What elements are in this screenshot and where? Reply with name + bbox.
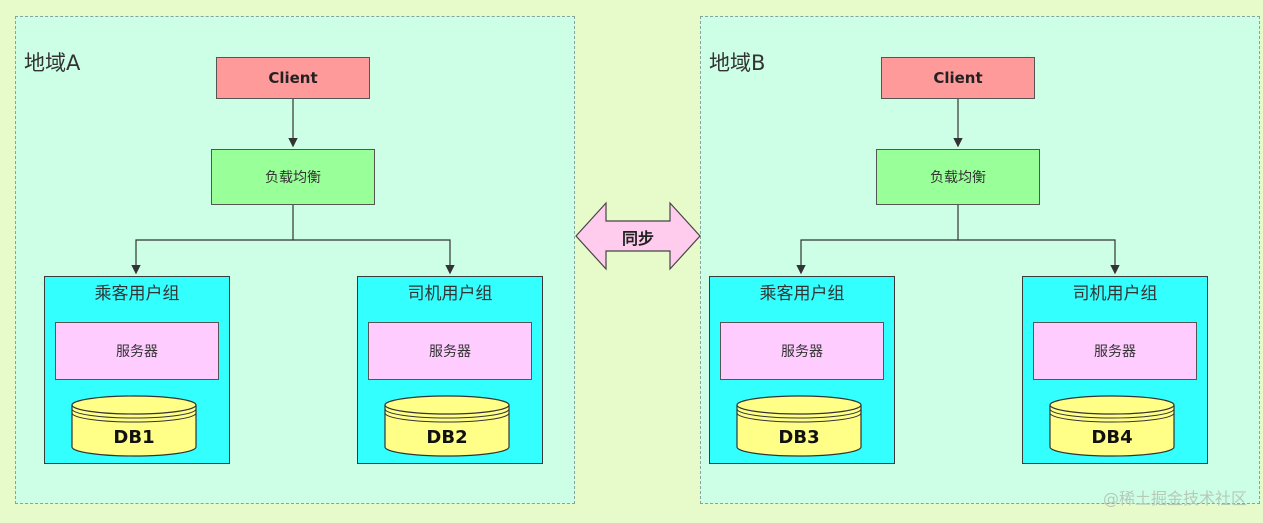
driver-group: 司机用户组 服务器 DB4	[1022, 276, 1208, 464]
client-box: Client	[216, 57, 370, 99]
arrow-lb-to-group-2	[958, 239, 1120, 275]
group-title: 乘客用户组	[759, 284, 845, 304]
db-label: DB4	[1091, 427, 1133, 448]
database-icon: DB4	[1049, 395, 1175, 457]
region-a: 地域A Client 负载均衡 乘客用户组 服务器 DB1 司机用户组 服务器	[15, 16, 575, 504]
region-title: 地域A	[24, 51, 81, 75]
group-title: 司机用户组	[1072, 284, 1158, 304]
driver-group: 司机用户组 服务器 DB2	[357, 276, 543, 464]
db-label: DB1	[113, 427, 155, 448]
group-title: 司机用户组	[407, 284, 493, 304]
arrow-lb-to-group-1	[796, 205, 959, 275]
passenger-group: 乘客用户组 服务器 DB1	[44, 276, 230, 464]
arrow-lb-to-group-1	[131, 205, 294, 275]
connector-lines	[131, 99, 455, 275]
sync-label: 同步	[621, 229, 654, 248]
db-label: DB2	[426, 427, 468, 448]
server-box: 服务器	[720, 322, 884, 380]
double-arrow-icon	[575, 201, 701, 271]
sync-arrow: 同步	[574, 201, 702, 271]
database-icon: DB3	[736, 395, 862, 457]
database-icon: DB1	[71, 395, 197, 457]
region-title: 地域B	[709, 51, 766, 75]
db-label: DB3	[778, 427, 820, 448]
watermark: @稀土掘金技术社区	[1102, 489, 1247, 508]
load-balancer-box: 负载均衡	[876, 149, 1040, 205]
database-icon: DB2	[384, 395, 510, 457]
load-balancer-box: 负载均衡	[211, 149, 375, 205]
passenger-group: 乘客用户组 服务器 DB3	[709, 276, 895, 464]
arrow-lb-to-group-2	[293, 239, 455, 275]
server-box: 服务器	[368, 322, 532, 380]
server-box: 服务器	[1033, 322, 1197, 380]
region-b: 地域B Client 负载均衡 乘客用户组 服务器 DB3 司机用户组 服务器	[700, 16, 1260, 504]
group-title: 乘客用户组	[94, 284, 180, 304]
connector-lines	[796, 99, 1120, 275]
client-box: Client	[881, 57, 1035, 99]
server-box: 服务器	[55, 322, 219, 380]
